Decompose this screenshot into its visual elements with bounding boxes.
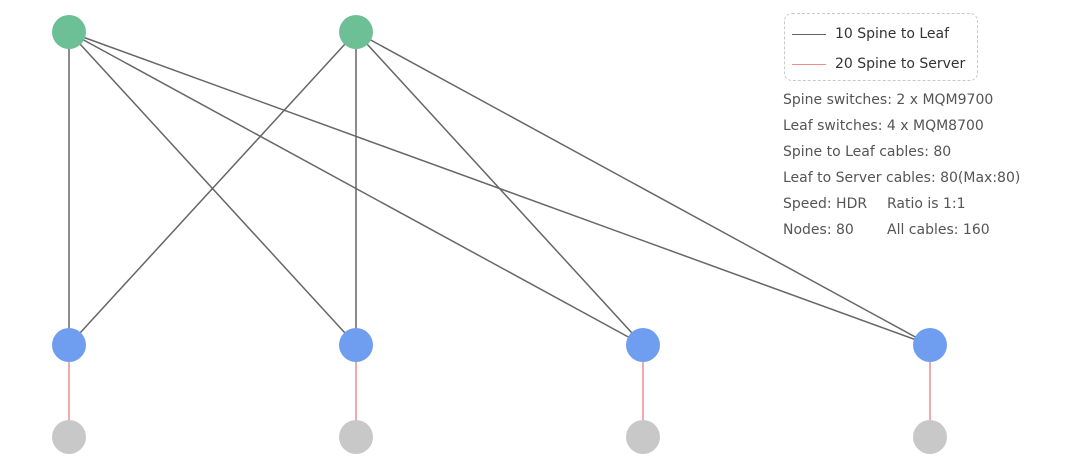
stat-spine-leaf-cables: Spine to Leaf cables: 80 (783, 144, 952, 160)
stat-spine-switches: Spine switches: 2 x MQM9700 (783, 92, 994, 108)
stat-ratio: Ratio is 1:1 (887, 196, 966, 212)
legend: 10 Spine to Leaf 20 Spine to Server (784, 13, 978, 81)
leaf-4-node (913, 328, 947, 362)
link-spine-2-leaf-4 (355, 31, 931, 346)
stat-leaf-switches: Leaf switches: 4 x MQM8700 (783, 118, 984, 134)
link-spine-2-leaf-3 (355, 31, 644, 346)
stat-row-speed-ratio: Speed: HDR Ratio is 1:1 (783, 193, 1020, 219)
stat-nodes: Nodes: 80 (783, 222, 854, 238)
legend-item-spine-to-server: 20 Spine to Server (792, 54, 965, 74)
server-2-node (339, 420, 373, 454)
server-1-node (52, 420, 86, 454)
legend-swatch-spine-to-leaf (792, 33, 826, 35)
legend-swatch-spine-to-server (792, 63, 826, 65)
legend-label-spine-to-server: 20 Spine to Server (835, 56, 966, 72)
server-3-node (626, 420, 660, 454)
leaf-2-node (339, 328, 373, 362)
server-4-node (913, 420, 947, 454)
spine-2-node (339, 15, 373, 49)
leaf-3-node (626, 328, 660, 362)
stats-panel: Spine switches: 2 x MQM9700 Leaf switche… (783, 89, 1020, 245)
stat-speed: Speed: HDR (783, 196, 868, 212)
stat-all-cables: All cables: 160 (887, 222, 990, 238)
legend-item-spine-to-leaf: 10 Spine to Leaf (792, 24, 949, 44)
spine-1-node (52, 15, 86, 49)
stat-leaf-server-cables: Leaf to Server cables: 80(Max:80) (783, 170, 1021, 186)
stat-row-nodes-cables: Nodes: 80 All cables: 160 (783, 219, 1020, 245)
leaf-1-node (52, 328, 86, 362)
link-spine-2-leaf-1 (68, 31, 357, 346)
legend-label-spine-to-leaf: 10 Spine to Leaf (835, 26, 950, 42)
nodes-layer (52, 15, 947, 454)
